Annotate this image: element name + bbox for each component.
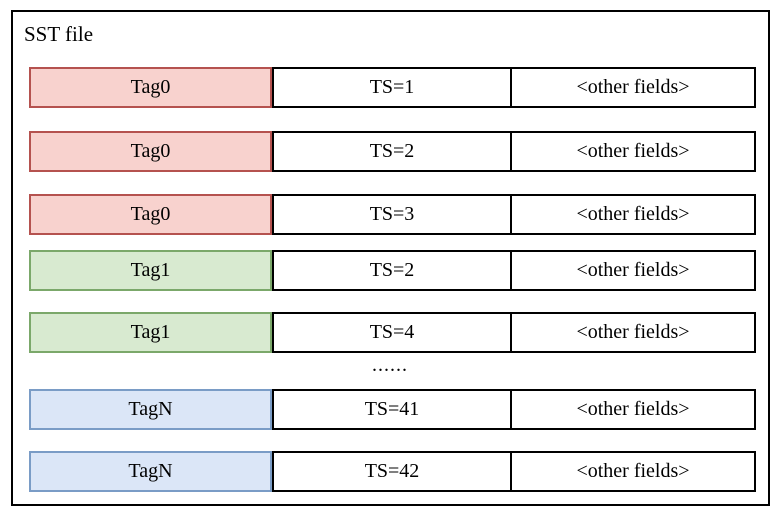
tag-cell: Tag0 — [29, 67, 272, 108]
other-fields-cell: <other fields> — [512, 312, 756, 353]
timestamp-cell: TS=2 — [272, 250, 512, 291]
tag-cell: TagN — [29, 451, 272, 492]
other-fields-cell: <other fields> — [512, 389, 756, 430]
tag-cell: Tag0 — [29, 131, 272, 172]
tag-cell: TagN — [29, 389, 272, 430]
other-fields-cell: <other fields> — [512, 250, 756, 291]
timestamp-cell: TS=1 — [272, 67, 512, 108]
other-fields-cell: <other fields> — [512, 194, 756, 235]
timestamp-cell: TS=41 — [272, 389, 512, 430]
timestamp-cell: TS=4 — [272, 312, 512, 353]
tag-cell: Tag1 — [29, 312, 272, 353]
sst-file-title: SST file — [24, 22, 94, 46]
tag-cell: Tag0 — [29, 194, 272, 235]
timestamp-cell: TS=3 — [272, 194, 512, 235]
timestamp-cell: TS=42 — [272, 451, 512, 492]
ellipsis-separator: ...... — [372, 353, 408, 376]
other-fields-cell: <other fields> — [512, 131, 756, 172]
tag-cell: Tag1 — [29, 250, 272, 291]
other-fields-cell: <other fields> — [512, 451, 756, 492]
other-fields-cell: <other fields> — [512, 67, 756, 108]
timestamp-cell: TS=2 — [272, 131, 512, 172]
